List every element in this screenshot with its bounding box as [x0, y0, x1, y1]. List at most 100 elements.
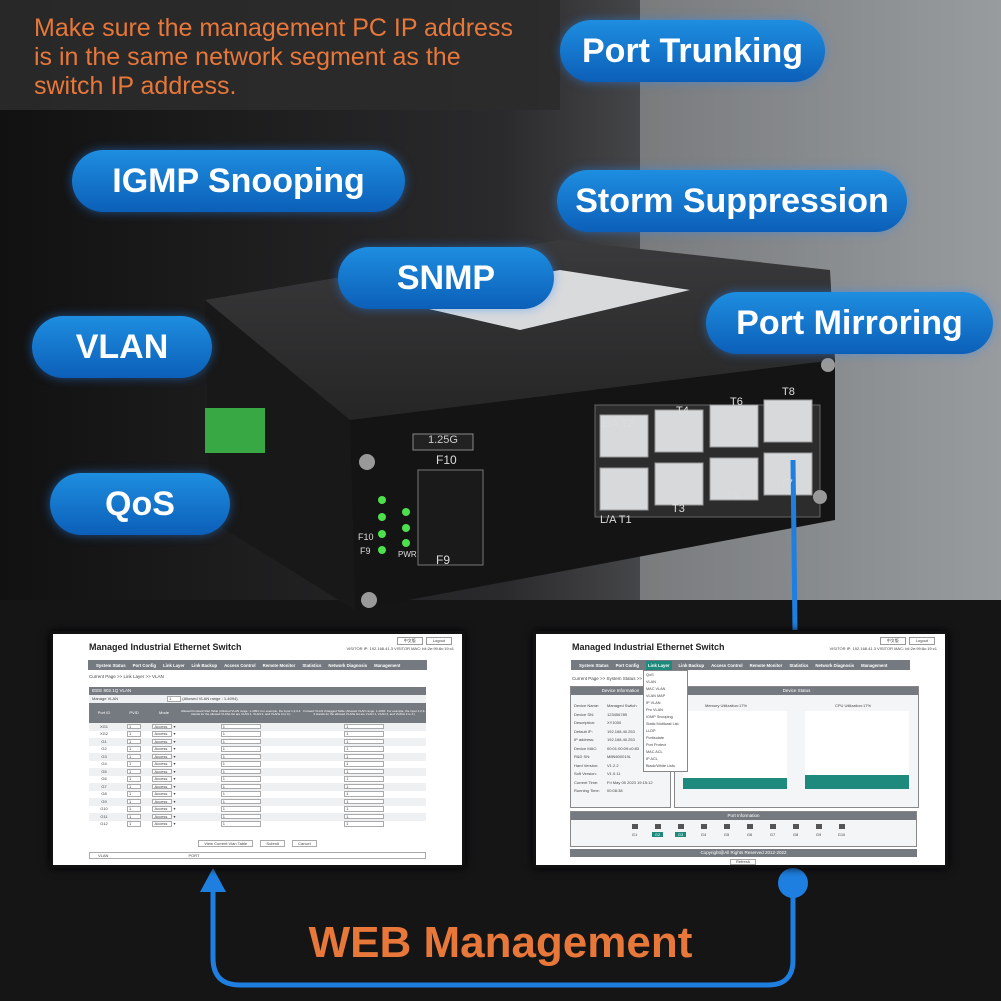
dropdown-item[interactable]: Portisolate [646, 736, 664, 740]
pvid-input[interactable]: 1 [127, 731, 141, 737]
dropdown-item[interactable]: IP ACL [646, 757, 658, 761]
port-status[interactable]: G3 [675, 824, 686, 837]
menu-item-system-status[interactable]: System Status [96, 662, 126, 668]
mode-select[interactable]: Access [152, 761, 173, 767]
mode-select[interactable]: Access [152, 738, 173, 745]
untagged-vlan-input[interactable]: 1 [344, 753, 385, 760]
untagged-vlan-input[interactable]: 1 [344, 813, 385, 820]
forward-vlan-input[interactable]: 1 [220, 776, 261, 782]
menu-item-link-backup[interactable]: Link Backup [191, 662, 218, 668]
mode-select[interactable]: Access [152, 783, 173, 790]
forward-vlan-input[interactable]: 1 [220, 761, 261, 767]
pvid-input[interactable]: 1 [127, 813, 141, 820]
pvid-input[interactable]: 1 [127, 723, 141, 730]
menu-item-system-status[interactable]: System Status [579, 662, 609, 668]
pvid-input[interactable]: 1 [127, 798, 141, 805]
menu-item-port-config[interactable]: Port Config [615, 662, 640, 668]
pvid-input[interactable]: 1 [127, 746, 141, 752]
forward-vlan-input[interactable]: 1 [220, 813, 261, 820]
menu-item-access-control[interactable]: Access Control [224, 662, 256, 668]
logout-button[interactable]: Logout [425, 637, 452, 645]
logout-button[interactable]: Logout [908, 637, 935, 645]
cancel-button[interactable]: Cancel [292, 840, 317, 848]
untagged-vlan-input[interactable]: 1 [344, 791, 385, 797]
pvid-input[interactable]: 1 [127, 783, 141, 790]
menu-item-network-diagnosis[interactable]: Network Diagnosis [328, 662, 368, 668]
menu-item-remote-monitor[interactable]: Remote Monitor [749, 662, 783, 668]
port-status[interactable]: G1 [629, 824, 640, 837]
mode-select[interactable]: Access [152, 821, 173, 827]
port-status[interactable]: G2 [652, 824, 663, 837]
port-status[interactable]: G8 [790, 824, 801, 837]
forward-vlan-input[interactable]: 1 [220, 806, 261, 812]
pvid-input[interactable]: 1 [127, 761, 141, 767]
untagged-vlan-input[interactable]: 1 [344, 746, 385, 752]
mode-select[interactable]: Access [152, 753, 173, 760]
mode-select[interactable]: Access [152, 776, 173, 782]
menu-item-network-diagnosis[interactable]: Network Diagnosis [815, 662, 855, 668]
dropdown-item[interactable]: VLAN [646, 680, 656, 684]
mode-select[interactable]: Access [152, 768, 173, 775]
dropdown-item[interactable]: Pro VLAN [646, 708, 663, 712]
dropdown-item[interactable]: QoS [646, 673, 654, 677]
mode-select[interactable]: Access [152, 791, 173, 797]
menu-item-link-backup[interactable]: Link Backup [678, 662, 705, 668]
dropdown-item[interactable]: IGMP Snooping [646, 715, 673, 719]
forward-vlan-input[interactable]: 1 [220, 768, 261, 775]
forward-vlan-input[interactable]: 1 [220, 798, 261, 805]
port-status[interactable]: G4 [698, 824, 709, 837]
pvid-input[interactable]: 1 [127, 738, 141, 745]
menu-item-link-layer[interactable]: Link Layer [163, 662, 185, 668]
dropdown-item[interactable]: MAC ACL [646, 750, 663, 754]
forward-vlan-input[interactable]: 1 [220, 791, 261, 797]
dropdown-item[interactable]: Static Multicast List [646, 722, 679, 726]
menu-item-remote-monitor[interactable]: Remote Monitor [262, 662, 296, 668]
untagged-vlan-input[interactable]: 1 [344, 798, 385, 805]
untagged-vlan-input[interactable]: 1 [344, 783, 385, 790]
view-vlan-table-button[interactable]: View Current Vlan Table [198, 840, 254, 848]
pvid-input[interactable]: 1 [127, 768, 141, 775]
menu-item-statistics[interactable]: Statistics [789, 662, 809, 668]
mode-select[interactable]: Access [152, 731, 173, 737]
dropdown-item[interactable]: MAC VLAN [646, 687, 666, 691]
pvid-input[interactable]: 1 [127, 821, 141, 827]
forward-vlan-input[interactable]: 1 [220, 731, 261, 737]
dropdown-item[interactable]: Black/White Lists [646, 764, 675, 768]
dropdown-item[interactable]: LLDP [646, 729, 656, 733]
pvid-input[interactable]: 1 [127, 776, 141, 782]
mode-select[interactable]: Access [152, 723, 173, 730]
submit-button[interactable]: Submit [260, 840, 285, 848]
port-status[interactable]: G6 [744, 824, 755, 837]
port-status[interactable]: G5 [721, 824, 732, 837]
port-status[interactable]: G9 [813, 824, 824, 837]
mode-select[interactable]: Access [152, 813, 173, 820]
forward-vlan-input[interactable]: 1 [220, 753, 261, 760]
language-button[interactable]: 中文版 [396, 637, 423, 645]
untagged-vlan-input[interactable]: 1 [344, 761, 385, 767]
menu-item-link-layer[interactable]: Link Layer [646, 660, 672, 670]
untagged-vlan-input[interactable]: 1 [344, 723, 385, 730]
untagged-vlan-input[interactable]: 1 [344, 731, 385, 737]
pvid-input[interactable]: 1 [127, 791, 141, 797]
language-button[interactable]: 中文版 [879, 637, 906, 645]
dropdown-item[interactable]: IP VLAN [646, 701, 661, 705]
forward-vlan-input[interactable]: 1 [220, 723, 261, 730]
untagged-vlan-input[interactable]: 1 [344, 806, 385, 812]
forward-vlan-input[interactable]: 1 [220, 738, 261, 745]
menu-item-port-config[interactable]: Port Config [132, 662, 157, 668]
mode-select[interactable]: Access [152, 798, 173, 805]
forward-vlan-input[interactable]: 1 [220, 746, 261, 752]
port-status[interactable]: G7 [767, 824, 778, 837]
untagged-vlan-input[interactable]: 1 [344, 768, 385, 775]
untagged-vlan-input[interactable]: 1 [344, 821, 385, 827]
untagged-vlan-input[interactable]: 1 [344, 776, 385, 782]
forward-vlan-input[interactable]: 1 [220, 783, 261, 790]
untagged-vlan-input[interactable]: 1 [344, 738, 385, 745]
dropdown-item[interactable]: VLAN MAP [646, 694, 666, 698]
mode-select[interactable]: Access [152, 746, 173, 752]
menu-item-management[interactable]: Management [861, 662, 888, 668]
manage-vlan-input[interactable]: 1 [167, 695, 182, 702]
pvid-input[interactable]: 1 [127, 753, 141, 760]
dropdown-item[interactable]: Port Protect [646, 743, 667, 747]
menu-item-statistics[interactable]: Statistics [302, 662, 322, 668]
